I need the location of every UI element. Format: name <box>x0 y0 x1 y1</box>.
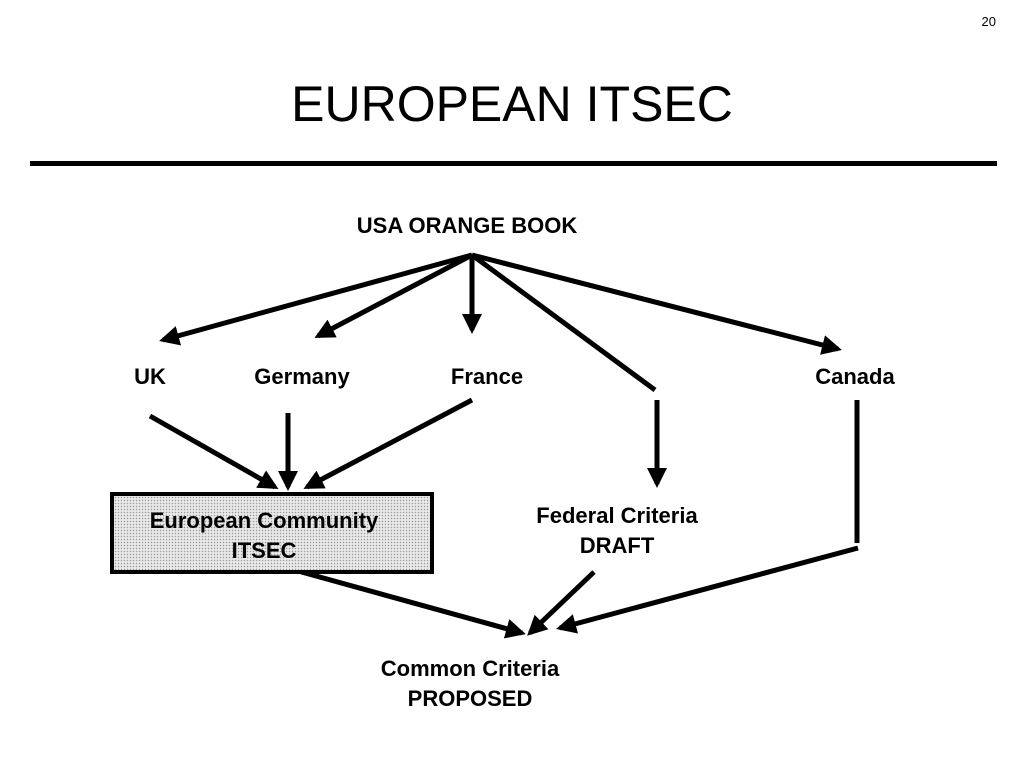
arrow-uk-to-ec-itsec <box>148 413 279 490</box>
title-divider <box>30 161 997 166</box>
node-usa-orange-book: USA ORANGE BOOK <box>356 213 578 238</box>
slide-title: EUROPEAN ITSEC <box>291 76 733 132</box>
node-uk: UK <box>134 364 166 389</box>
node-european-community-itsec: European Community ITSEC <box>110 492 434 574</box>
node-federal-line-2: DRAFT <box>579 533 655 558</box>
slide-number: 20 <box>981 14 996 29</box>
arrow-france-to-ec-itsec <box>303 397 474 490</box>
node-canada: Canada <box>815 364 895 389</box>
arrow-orange-book-to-canada <box>471 252 842 355</box>
node-ec-itsec-line-2: ITSEC <box>231 538 297 563</box>
arrow-orange-book-to-germany <box>314 252 474 339</box>
arrow-canada-to-common-criteria-seg-2 <box>556 545 859 634</box>
node-ec-itsec-line-1: European Community <box>149 508 379 533</box>
arrow-orange-book-to-uk <box>159 252 473 346</box>
node-federal-line-1: Federal Criteria <box>536 503 698 528</box>
node-common-criteria-proposed: Common Criteria PROPOSED <box>340 654 600 714</box>
arrow-ec-itsec-to-common-criteria <box>297 568 526 639</box>
arrow-federal-criteria-to-common-criteria <box>527 570 596 636</box>
node-france: France <box>450 364 524 389</box>
node-common-line-1: Common Criteria <box>380 656 560 681</box>
arrow-orange-book-to-federal-criteria-seg-1 <box>470 252 657 393</box>
node-federal-criteria-draft: Federal Criteria DRAFT <box>497 501 737 561</box>
node-common-line-2: PROPOSED <box>407 686 533 711</box>
node-germany: Germany <box>254 364 350 389</box>
